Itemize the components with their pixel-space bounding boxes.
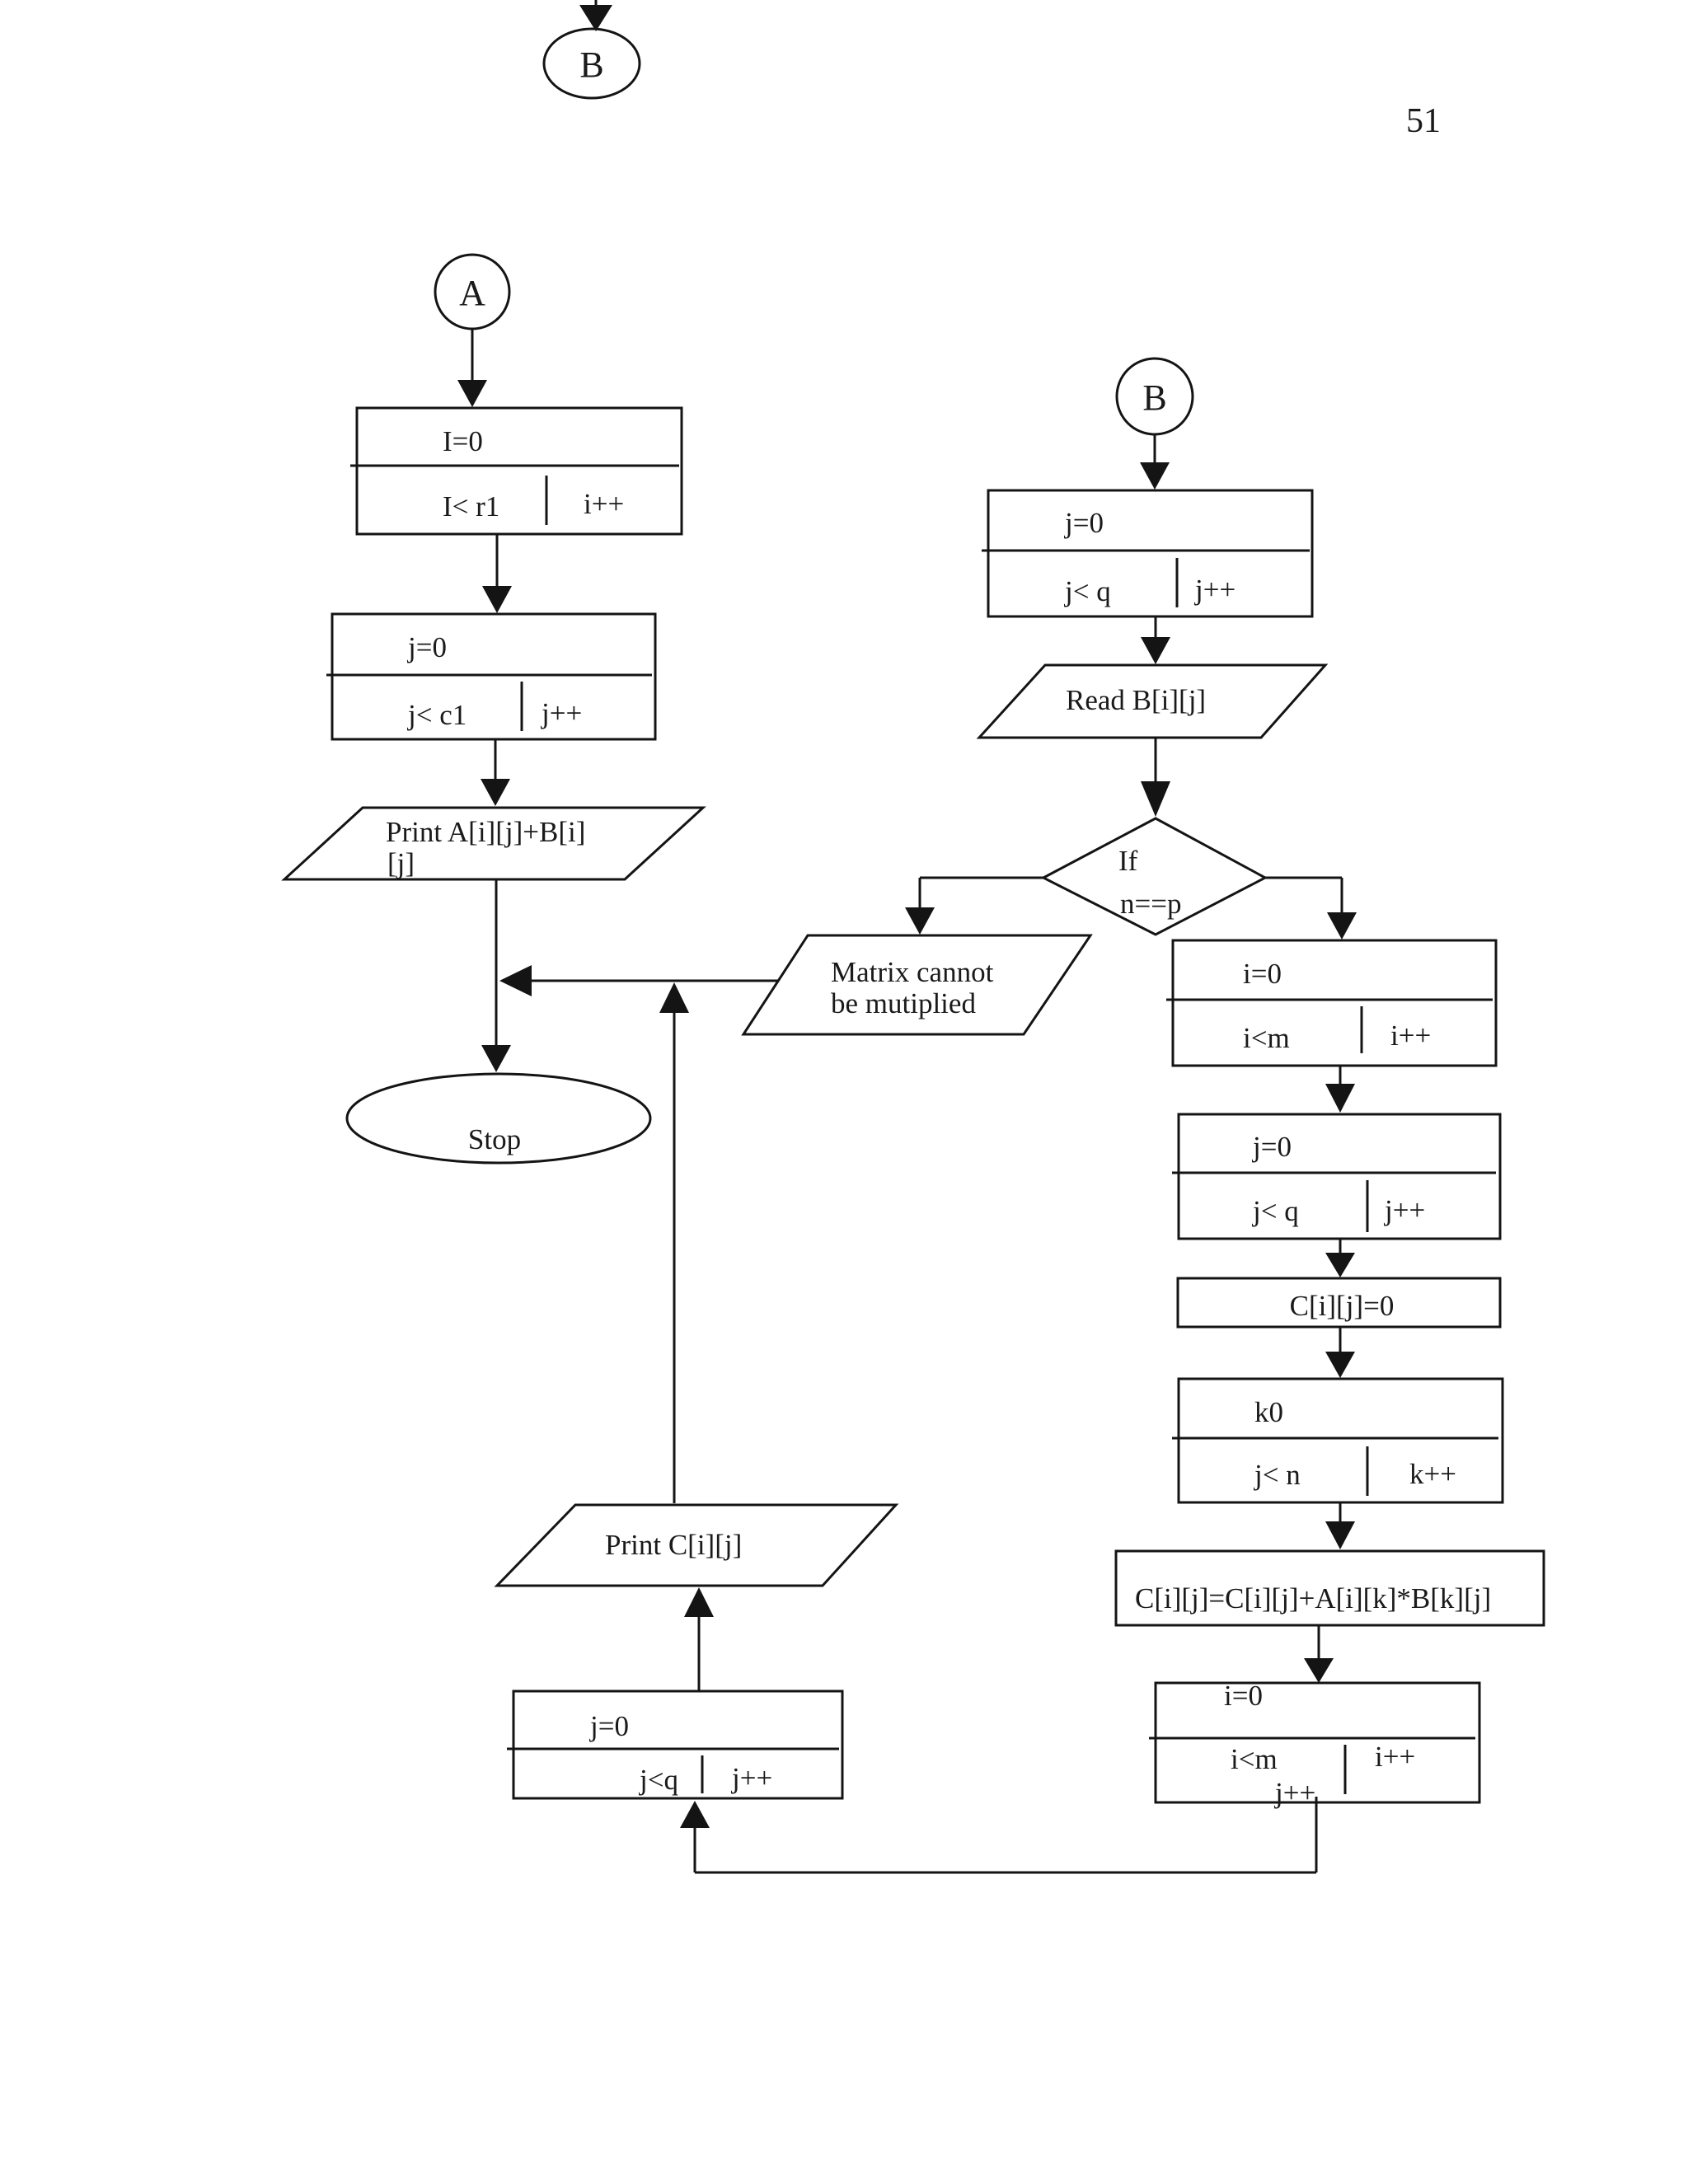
connector-top-b-label: B xyxy=(579,45,603,85)
loop-j3-init: j=0 xyxy=(588,1710,629,1742)
loop-j-right-init: j=0 xyxy=(1063,507,1104,539)
matrix-message-line2: be mutiplied xyxy=(831,987,976,1019)
loop-j-inc: j++ xyxy=(540,697,582,729)
connector-a-label: A xyxy=(459,273,485,313)
terminator-stop-label: Stop xyxy=(468,1123,521,1155)
arrowhead-printc-up xyxy=(659,982,689,1013)
arrowhead-into-loopj3 xyxy=(680,1801,710,1828)
loop-box-j-right xyxy=(987,489,1314,618)
loop-j-cond: j< c1 xyxy=(406,699,467,731)
io-print-sum-line1: Print A[i][j]+B[i] xyxy=(386,816,585,848)
loop-i-inc: i++ xyxy=(584,488,624,520)
loop-i2-inc: i++ xyxy=(1375,1741,1415,1773)
loop-j3-inc: j++ xyxy=(730,1762,772,1794)
loop-box-j3 xyxy=(512,1690,844,1800)
decision-n-eq-p xyxy=(1040,817,1268,936)
loop-j2-init: j=0 xyxy=(1251,1131,1292,1163)
arrowhead-loopj2-to-czero xyxy=(1325,1253,1355,1277)
io-print-sum xyxy=(281,806,706,881)
arrowhead-formula-to-loopi2 xyxy=(1304,1658,1334,1683)
arrowhead-read-to-decision xyxy=(1141,781,1170,817)
arrowhead-czero-to-loopk xyxy=(1325,1352,1355,1378)
io-print-c-label: Print C[i][j] xyxy=(605,1529,742,1561)
arrowhead-junction-left xyxy=(499,965,532,996)
arrowhead-loopi-to-loopj2 xyxy=(1325,1084,1355,1113)
process-formula-label: C[i][j]=C[i][j]+A[i][k]*B[k][j] xyxy=(1135,1582,1491,1615)
loop-j-right-cond: j< q xyxy=(1063,575,1111,607)
arrowhead-into-stop xyxy=(481,1045,511,1072)
arrowhead-loopj-to-print xyxy=(481,779,510,806)
io-read-b xyxy=(976,663,1329,739)
arrowhead-into-printc xyxy=(684,1587,714,1617)
loop-i2-extra: j++ xyxy=(1273,1777,1315,1809)
arrowhead-top-b xyxy=(579,5,612,31)
loop-i2-init: i=0 xyxy=(1224,1680,1263,1712)
process-c-zero-label: C[i][j]=0 xyxy=(1290,1290,1395,1322)
loop-k-init: k0 xyxy=(1254,1396,1283,1428)
loop-box-j-left xyxy=(331,612,657,741)
loop-i-init: I=0 xyxy=(443,425,483,457)
arrowhead-a-to-loop-i xyxy=(457,380,487,407)
matrix-message-line1: Matrix cannot xyxy=(831,956,994,988)
page-number: 51 xyxy=(1406,102,1441,140)
loop-j-right-inc: j++ xyxy=(1193,574,1236,606)
loop-i2-cond: i<m xyxy=(1231,1743,1278,1775)
loop-box-i2 xyxy=(1154,1681,1481,1804)
loop-box-i-right xyxy=(1171,939,1498,1067)
io-print-c xyxy=(494,1503,899,1587)
process-formula xyxy=(1114,1549,1545,1627)
arrowhead-b-to-loopj xyxy=(1140,462,1170,490)
arrowhead-into-matrix-msg xyxy=(905,907,935,935)
io-print-sum-line2: [j] xyxy=(387,847,415,879)
loop-box-i-left xyxy=(355,406,683,536)
loop-j-init: j=0 xyxy=(406,631,447,663)
loop-j2-cond: j< q xyxy=(1251,1195,1299,1227)
loop-j3-cond: j<q xyxy=(638,1764,678,1796)
loop-k-inc: k++ xyxy=(1409,1458,1456,1490)
connector-b-label: B xyxy=(1142,377,1166,418)
io-matrix-message xyxy=(741,934,1093,1036)
loop-i-cond: I< r1 xyxy=(443,490,499,523)
loop-box-j2-right xyxy=(1177,1113,1502,1240)
loop-k-cond: j< n xyxy=(1253,1459,1301,1491)
connector-top-b xyxy=(542,27,641,100)
decision-line2: n==p xyxy=(1120,888,1181,920)
loop-j2-inc: j++ xyxy=(1383,1194,1425,1226)
terminator-stop xyxy=(345,1072,652,1165)
loop-i-right-init: i=0 xyxy=(1243,958,1282,990)
loop-i-right-cond: i<m xyxy=(1243,1022,1290,1054)
arrowhead-loopk-to-formula xyxy=(1325,1521,1355,1549)
decision-line1: If xyxy=(1118,845,1138,877)
io-read-b-label: Read B[i][j] xyxy=(1066,684,1206,716)
arrowhead-loopi-to-loopj xyxy=(482,586,512,613)
arrowhead-into-loop-i xyxy=(1327,912,1357,940)
arrowhead-loopj-to-read xyxy=(1141,637,1170,664)
loop-i-right-inc: i++ xyxy=(1390,1019,1431,1052)
